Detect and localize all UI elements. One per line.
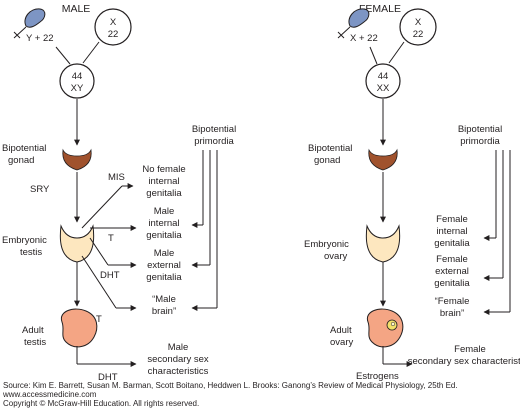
svg-text:genitalia: genitalia [146, 230, 182, 241]
female-adult-ovary [366, 308, 404, 348]
svg-text:genitalia: genitalia [146, 188, 182, 199]
male-t-label: T [108, 233, 114, 244]
male-sperm-icon [13, 8, 46, 39]
female-embryonic-ovary [365, 224, 401, 263]
male-outcome-secondary: Male secondary sex characteristics [147, 342, 209, 377]
male-adult-label-2: testis [24, 337, 46, 348]
female-sperm-icon [337, 8, 370, 39]
svg-text:internal: internal [436, 226, 467, 237]
svg-text:external: external [147, 260, 181, 271]
svg-text:Female: Female [436, 214, 468, 225]
male-dht2-label: DHT [98, 372, 118, 383]
male-heading: MALE [62, 3, 91, 15]
male-zygote-line1: 44 [72, 71, 83, 82]
female-gonad-label-2: gonad [314, 155, 340, 166]
female-outcome-brain: “Female brain” [435, 296, 470, 319]
svg-text:Male: Male [154, 248, 175, 259]
female-outcome-internal-genitalia: Female internal genitalia [434, 214, 470, 249]
svg-text:brain”: brain” [440, 308, 464, 319]
male-adult-label-1: Adult [22, 325, 44, 336]
svg-text:Male: Male [168, 342, 189, 353]
male-primordia-label-2: primordia [194, 136, 234, 147]
svg-text:No female: No female [142, 164, 185, 175]
male-primordia-label-1: Bipotential [192, 124, 236, 135]
oocyte-icon [390, 321, 396, 327]
svg-text:characteristics: characteristics [148, 366, 209, 377]
svg-text:Female: Female [454, 344, 486, 355]
male-testis-label-1: Embryonic [2, 235, 47, 246]
male-t2-label: T [96, 314, 102, 325]
male-egg-line2: 22 [108, 29, 119, 40]
female-heading: FEMALE [359, 3, 401, 15]
source-citation: Source: Kim E. Barrett, Susan M. Barman,… [3, 381, 458, 390]
male-brain-line [81, 255, 117, 309]
svg-text:Male: Male [154, 206, 175, 217]
female-outcome-external-genitalia: Female external genitalia [434, 254, 470, 289]
male-embryonic-testis [59, 224, 95, 263]
source-footer: Source: Kim E. Barrett, Susan M. Barman,… [2, 381, 458, 408]
female-egg-cell [399, 8, 437, 46]
male-dht-line [89, 237, 109, 266]
male-panel: MALE Y + 22 X 22 44 XY Bipotential gonad… [2, 3, 236, 383]
female-zygote [365, 63, 401, 99]
male-outcome-no-female-internal: No female internal genitalia [142, 164, 185, 199]
female-zygote-line1: 44 [378, 71, 389, 82]
female-fertilization-line [388, 41, 405, 64]
svg-text:“Male: “Male [152, 294, 176, 305]
svg-text:internal: internal [148, 218, 179, 229]
male-egg-cell [94, 8, 132, 46]
male-mis-line [81, 185, 123, 229]
source-url: www.accessmedicine.com [2, 390, 97, 399]
male-mis-label: MIS [108, 172, 125, 183]
male-sry-label: SRY [30, 184, 50, 195]
svg-text:genitalia: genitalia [434, 238, 470, 249]
svg-text:“Female: “Female [435, 296, 470, 307]
female-bipotential-gonad [368, 148, 398, 171]
female-sperm-label: X + 22 [350, 33, 378, 44]
male-egg-line1: X [110, 17, 117, 28]
female-adult-label-2: ovary [330, 337, 353, 348]
male-zygote [59, 63, 95, 99]
male-outcome-internal-genitalia: Male internal genitalia [146, 206, 182, 241]
svg-text:genitalia: genitalia [146, 272, 182, 283]
svg-text:Female: Female [436, 254, 468, 265]
female-fertilization-line [369, 46, 378, 65]
svg-text:external: external [435, 266, 469, 277]
female-estrogens-label: Estrogens [356, 371, 399, 382]
female-ovary-label-1: Embryonic [304, 239, 349, 250]
female-panel: FEMALE X + 22 X 22 44 XX Bipotential gon… [304, 3, 520, 382]
male-dht-label: DHT [100, 270, 120, 281]
male-outcome-brain: “Male brain” [152, 294, 176, 317]
female-primordia-label-1: Bipotential [458, 124, 502, 135]
svg-text:internal: internal [148, 176, 179, 187]
male-fertilization-line [82, 41, 100, 64]
female-egg-line1: X [415, 17, 422, 28]
copyright-notice: Copyright © McGraw-Hill Education. All r… [3, 399, 199, 408]
male-gonad-label-1: Bipotential [2, 143, 46, 154]
female-adult-label-1: Adult [330, 325, 352, 336]
male-sperm-label: Y + 22 [26, 33, 54, 44]
male-adult-testis [60, 308, 98, 348]
svg-text:secondary sex: secondary sex [147, 354, 209, 365]
female-ovary-label-2: ovary [324, 251, 347, 262]
male-gonad-label-2: gonad [8, 155, 34, 166]
male-zygote-line2: XY [71, 83, 84, 94]
female-outcome-secondary: Female secondary sex characteristics [408, 344, 520, 367]
male-outcome-external-genitalia: Male external genitalia [146, 248, 182, 283]
male-testis-label-2: testis [20, 247, 42, 258]
female-primordia-label-2: primordia [460, 136, 500, 147]
male-fertilization-line [55, 46, 71, 65]
svg-text:brain”: brain” [152, 306, 176, 317]
female-egg-line2: 22 [413, 29, 424, 40]
male-bipotential-gonad [62, 148, 92, 171]
female-gonad-label-1: Bipotential [308, 143, 352, 154]
svg-text:secondary sex characteristics: secondary sex characteristics [408, 356, 520, 367]
svg-text:genitalia: genitalia [434, 278, 470, 289]
female-zygote-line2: XX [377, 83, 390, 94]
